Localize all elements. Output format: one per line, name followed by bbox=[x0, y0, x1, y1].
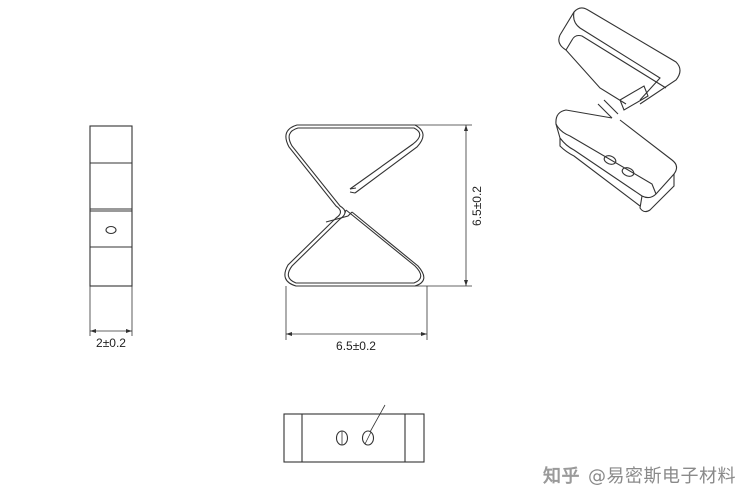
front-view bbox=[284, 124, 472, 340]
clip-outer-contour bbox=[287, 127, 422, 284]
dimension-arrow bbox=[464, 280, 468, 286]
side-view-hole bbox=[105, 225, 117, 235]
clip-hook-end bbox=[349, 187, 357, 194]
bottom-view-outline bbox=[283, 413, 425, 463]
side-width-dimension-label: 2±0.2 bbox=[96, 336, 126, 350]
iso-top-loop-edge bbox=[565, 34, 667, 89]
iso-hole bbox=[621, 167, 635, 177]
iso-crossing-strip bbox=[619, 85, 649, 111]
iso-bottom-loop-thickness bbox=[639, 174, 675, 213]
iso-bottom-loop-lower-edge bbox=[559, 138, 641, 207]
bottom-view bbox=[283, 404, 425, 463]
leader-line bbox=[369, 404, 386, 433]
dimension-arrow bbox=[421, 332, 427, 336]
iso-top-loop-inner bbox=[573, 11, 661, 101]
clip-inner-contour bbox=[284, 124, 425, 287]
watermark: 知乎 @易密斯电子材料 bbox=[543, 462, 736, 488]
dimension-arrow bbox=[464, 125, 468, 131]
clip-tail-end bbox=[325, 209, 353, 223]
side-view bbox=[89, 125, 133, 336]
front-height-dimension-label: 6.5±0.2 bbox=[470, 186, 484, 226]
bottom-view-hole bbox=[361, 430, 375, 446]
isometric-view bbox=[555, 7, 681, 213]
dimension-arrow bbox=[126, 329, 132, 333]
iso-hole bbox=[603, 155, 617, 165]
front-width-dimension-label: 6.5±0.2 bbox=[336, 339, 376, 353]
iso-top-loop-back bbox=[559, 7, 681, 105]
iso-bottom-loop-outer bbox=[555, 109, 678, 199]
iso-crossing-edge bbox=[597, 99, 619, 119]
side-view-outline bbox=[89, 125, 133, 287]
watermark-platform: 知乎 bbox=[543, 466, 580, 487]
iso-bottom-loop-edge bbox=[555, 123, 657, 195]
hole-centerline bbox=[364, 431, 372, 445]
watermark-author: @易密斯电子材料 bbox=[588, 466, 736, 487]
dimension-arrow bbox=[286, 332, 292, 336]
dimension-arrow bbox=[90, 329, 96, 333]
